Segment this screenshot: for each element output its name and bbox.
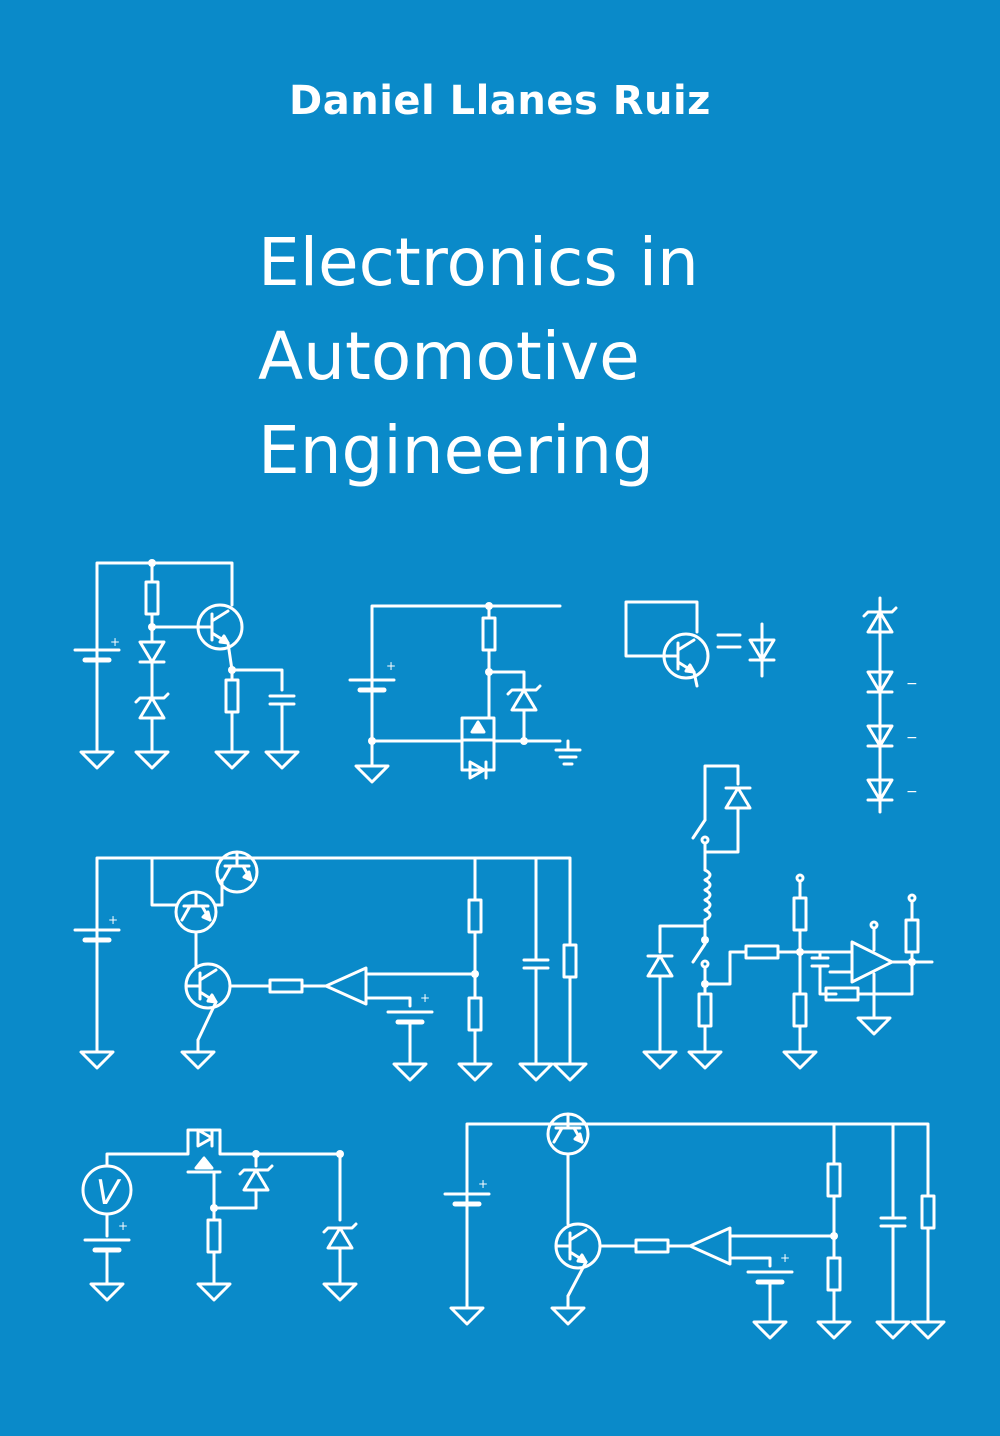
svg-text:+: + [420,991,430,1005]
svg-text:+: + [108,913,118,927]
svg-text:+: + [780,1251,790,1265]
svg-text:+: + [110,635,120,649]
circuit-mosfet-protection: + [350,602,582,784]
title-line-3: Engineering [258,412,654,489]
svg-text:+: + [118,1219,128,1233]
author-name: Daniel Llanes Ruiz [289,78,711,124]
circuit-voltmeter-mosfet: V + [81,1128,358,1302]
book-title: Electronics in Automotive Engineering [258,216,699,498]
circuit-diode-string: − − − [862,596,918,814]
title-line-1: Electronics in [258,224,699,301]
svg-text:−: − [906,676,918,692]
circuit-optocoupler [624,600,776,688]
circuit-zener-regulator: + [75,559,300,770]
svg-text:+: + [386,659,396,673]
circuit-linear-regulator-2: + + [445,1112,946,1340]
circuit-linear-regulator: + + [75,850,588,1082]
svg-text:+: + [478,1177,488,1191]
svg-text:−: − [906,730,918,746]
svg-text:−: − [906,784,918,800]
circuit-relay-comparator [642,764,934,1070]
title-line-2: Automotive [258,318,640,395]
svg-text:V: V [96,1173,122,1213]
